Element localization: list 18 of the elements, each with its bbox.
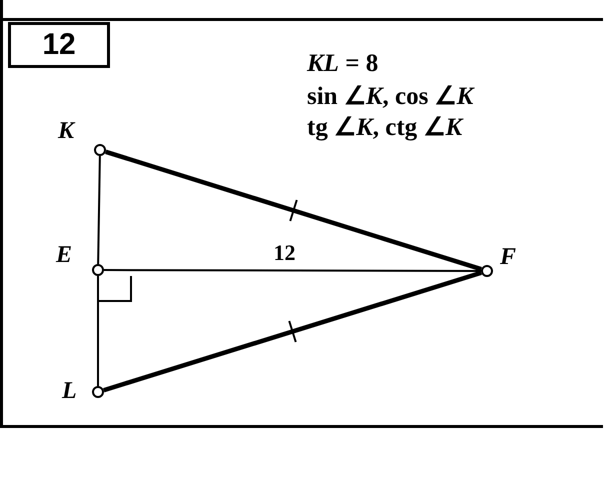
given-text: tg ∠K, ctg ∠K [307, 113, 462, 142]
edge-label: 12 [272, 240, 296, 266]
problem-number: 12 [8, 22, 110, 68]
triangle-side [105, 150, 482, 272]
point-marker [92, 264, 104, 276]
triangle-side [103, 270, 482, 392]
triangle-side [104, 269, 481, 272]
point-label: F [500, 244, 516, 271]
point-marker [94, 144, 106, 156]
triangle-side [97, 156, 101, 264]
point-marker [481, 265, 493, 277]
point-label: K [58, 118, 74, 145]
point-label: E [56, 242, 72, 269]
given-text: sin ∠K, cos ∠K [307, 82, 474, 111]
triangle-side [97, 276, 99, 386]
given-text: KL = 8 [307, 50, 378, 78]
point-label: L [62, 378, 77, 405]
point-marker [92, 386, 104, 398]
